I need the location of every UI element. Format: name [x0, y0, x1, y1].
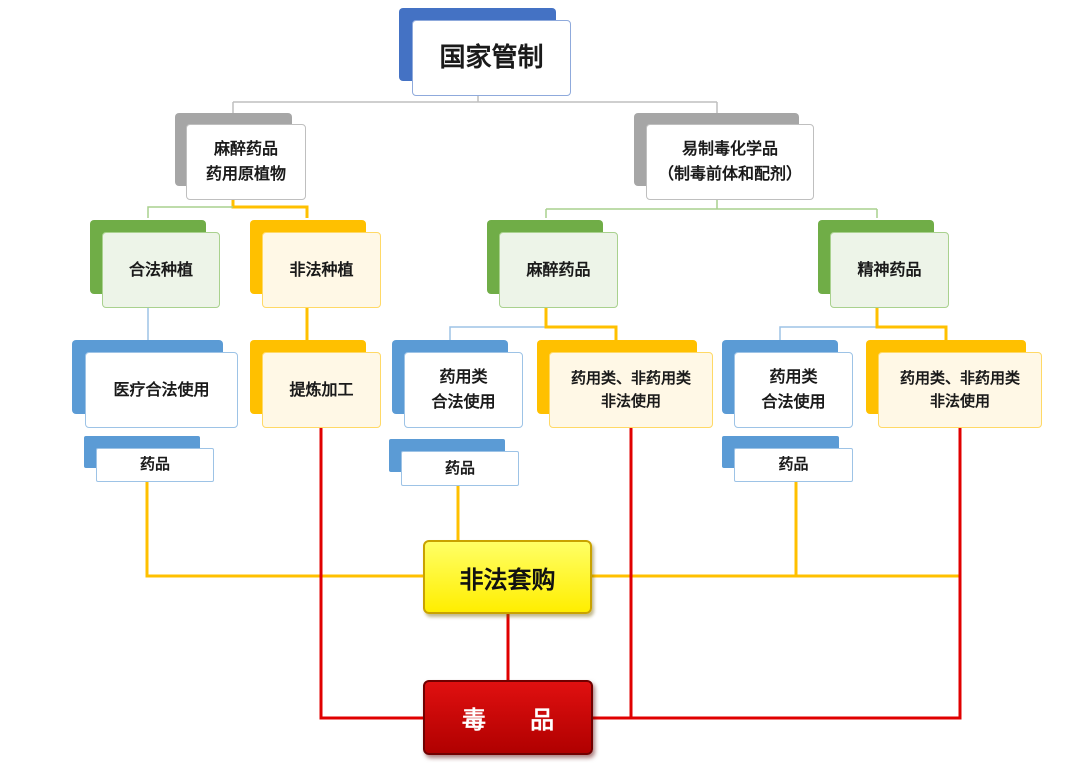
connector-root — [232, 95, 718, 115]
medical-legal-use-node: 医疗合法使用 — [72, 340, 238, 428]
psychotropics-label: 精神药品 — [857, 259, 922, 279]
connector-medicine-1 — [145, 482, 423, 578]
psychotropics-node: 精神药品 — [818, 220, 949, 308]
connector-refine-drugs — [319, 427, 423, 720]
branch-right-line-1: 易制毒化学品 — [681, 139, 778, 159]
medicine-node-2: 药品 — [389, 439, 519, 486]
narcotics-legal-use-node: 药用类 合法使用 — [392, 340, 523, 428]
illegal-planting-label: 非法种植 — [289, 259, 354, 279]
narcotics-label: 麻醉药品 — [526, 259, 591, 279]
legal-planting-label: 合法种植 — [128, 259, 193, 279]
psycho-illegal-line-1: 药用类、非药用类 — [899, 368, 1020, 387]
narcotics-illegal-line-2: 非法使用 — [600, 392, 661, 410]
illegal-purchase-label: 非法套购 — [459, 565, 556, 594]
branch-narcotic-plants: 麻醉药品 药用原植物 — [175, 113, 306, 200]
legal-planting-node: 合法种植 — [90, 220, 220, 308]
narcotics-legal-line-2: 合法使用 — [431, 392, 496, 411]
drugs-node: 毒 品 — [423, 680, 593, 755]
narcotics-illegal-line-1: 药用类、非药用类 — [570, 368, 691, 387]
connector-left-green — [147, 206, 233, 218]
medicine-node-3: 药品 — [722, 436, 853, 482]
branch-left-line-1: 麻醉药品 — [213, 139, 278, 159]
narcotics-illegal-use-node: 药用类、非药用类 非法使用 — [537, 340, 713, 428]
branch-right-line-2: （制毒前体和配剂） — [657, 164, 802, 183]
refine-process-node: 提炼加工 — [250, 340, 381, 428]
branch-left-line-2: 药用原植物 — [205, 164, 286, 183]
connector-narcotics-legal — [449, 307, 547, 340]
root-node: 国家管制 — [399, 8, 571, 96]
illegal-planting-node: 非法种植 — [250, 220, 381, 308]
psycho-legal-line-2: 合法使用 — [761, 392, 826, 411]
connector-left-branch — [231, 197, 309, 218]
drugs-label: 毒 品 — [461, 706, 573, 734]
connector-psycho-illegal — [875, 307, 948, 340]
psycho-legal-use-node: 药用类 合法使用 — [722, 340, 853, 428]
psycho-illegal-line-2: 非法使用 — [929, 392, 990, 410]
medicine-node-1: 药品 — [84, 436, 214, 482]
connector-narcotics-illegal — [544, 307, 618, 340]
connector-psycho-legal — [779, 307, 878, 340]
psycho-illegal-use-node: 药用类、非药用类 非法使用 — [866, 340, 1042, 428]
refine-process-label: 提炼加工 — [289, 379, 354, 399]
narcotics-legal-line-1: 药用类 — [439, 367, 488, 387]
illegal-purchase-node: 非法套购 — [423, 540, 592, 614]
medical-legal-use-label: 医疗合法使用 — [113, 379, 210, 399]
root-title: 国家管制 — [439, 42, 544, 73]
connector-right-branch — [545, 197, 878, 218]
branch-precursor-chemicals: 易制毒化学品 （制毒前体和配剂） — [634, 113, 814, 200]
medicine-label-1: 药品 — [139, 455, 170, 474]
psycho-legal-line-1: 药用类 — [769, 367, 818, 387]
medicine-label-2: 药品 — [444, 458, 475, 477]
medicine-label-3: 药品 — [778, 455, 809, 474]
connector-psycho-illegal-drugs — [593, 427, 962, 720]
narcotics-node: 麻醉药品 — [487, 220, 618, 308]
